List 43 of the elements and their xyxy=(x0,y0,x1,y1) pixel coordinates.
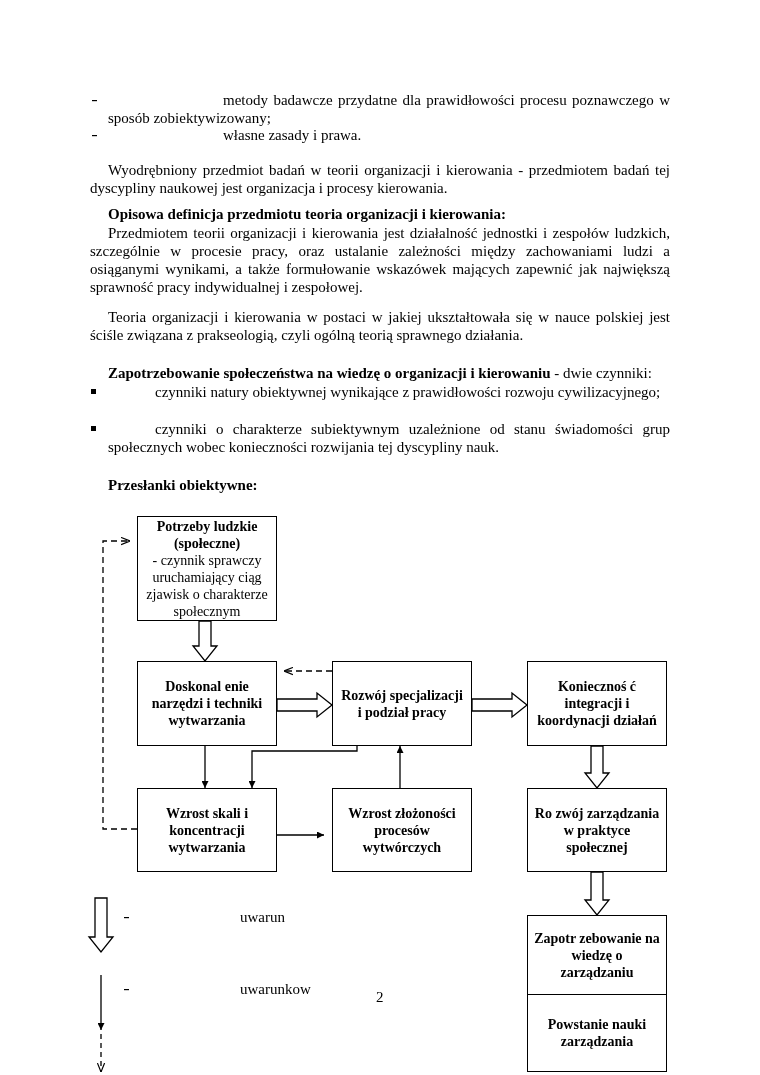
process-box xyxy=(527,661,667,746)
page-number: 2 xyxy=(376,988,385,1006)
bullet-item-text: czynniki o charakterze subiektywnym uzależnione od stanu świadomości grup społecznych wobec konieczności rozwijania tej dyscypliny nauk. xyxy=(108,420,670,456)
process-box xyxy=(527,915,667,995)
process-box xyxy=(137,788,277,872)
process-box xyxy=(137,661,277,746)
process-box xyxy=(137,516,277,621)
box-heading: Zapotr zebowanie na wiedzę o zarządzaniu xyxy=(534,929,660,981)
paragraph: Teoria organizacji i kierowania w postaci w jakiej ukształtowała się w nauce polskiej jest ściśle związana z prakseologią, czyli ogólną teorią sprawnego działania. xyxy=(90,308,670,344)
list-item-text: metody badawcze przydatne dla prawidłowości procesu poznawczego w sposób zobiektywizowany; xyxy=(108,91,670,127)
arrow xyxy=(276,831,325,839)
process-box xyxy=(527,788,667,872)
dashed-arrow xyxy=(102,536,138,830)
process-box xyxy=(332,661,472,746)
hollow-arrow xyxy=(471,691,529,719)
paragraph: Wyodrębniony przedmiot badań w teorii organizacji i kierowania - przedmiotem badań tej dyscypliny naukowej jest organizacja i procesy kierowania. xyxy=(90,161,670,197)
box-heading: Powstanie nauki zarządzania xyxy=(546,1016,648,1050)
arrow xyxy=(396,745,404,789)
dashed-arrow xyxy=(283,666,333,676)
list-item-text: własne zasady i prawa. xyxy=(222,126,363,144)
process-box xyxy=(332,788,472,872)
box-heading: Koniecznoś ć integracji i koordynacji działań xyxy=(536,678,658,729)
arrow xyxy=(248,745,358,789)
section-heading: Opisowa definicja przedmiotu teoria organizacji i kierowania: xyxy=(108,205,507,223)
arrow xyxy=(201,745,209,789)
paragraph: Zapotrzebowanie społeczeństwa na wiedzę o organizacji i kierowaniu - dwie czynniki: xyxy=(108,364,653,382)
box-text: - czynnik sprawczy uruchamiający ciąg zjawisk o charakterze społecznym xyxy=(145,551,269,620)
hollow-arrow xyxy=(583,745,611,790)
section-heading: Przesłanki obiektywne: xyxy=(108,476,259,494)
hollow-arrow xyxy=(583,871,611,917)
legend-text: uwarun xyxy=(240,908,285,926)
hollow-arrow xyxy=(276,691,334,719)
box-heading: Potrzeby ludzkie (społeczne) xyxy=(155,517,259,552)
box-heading: Wzrost skali i koncentracji wytwarzania xyxy=(164,804,250,856)
hollow-arrow xyxy=(191,620,219,663)
box-heading: Doskonal enie narzędzi i techniki wytwarzania xyxy=(150,678,264,729)
box-heading: Wzrost złożoności procesów wytwórczych xyxy=(347,804,457,856)
legend-text: uwarunkow xyxy=(240,980,311,998)
paragraph: Przedmiotem teorii organizacji i kierowania jest działalność jednostki i zespołów ludzkich, szczególnie w procesie pracy, oraz ustalanie zależności między zachowaniami ludzi a osiąganymi wynikami, a także formułowanie wskazówek mających zapewnić jak największą sprawność pracy indywidualnej i zespołowej. xyxy=(90,224,670,296)
box-heading: Ro zwój zarządzania w praktyce społecznej xyxy=(534,804,660,856)
bullet-item-text: czynniki natury obiektywnej wynikające z prawidłowości rozwoju cywilizacyjnego; xyxy=(154,383,662,401)
box-heading: Rozwój specjalizacji i podział pracy xyxy=(340,686,464,721)
process-box xyxy=(527,994,667,1072)
